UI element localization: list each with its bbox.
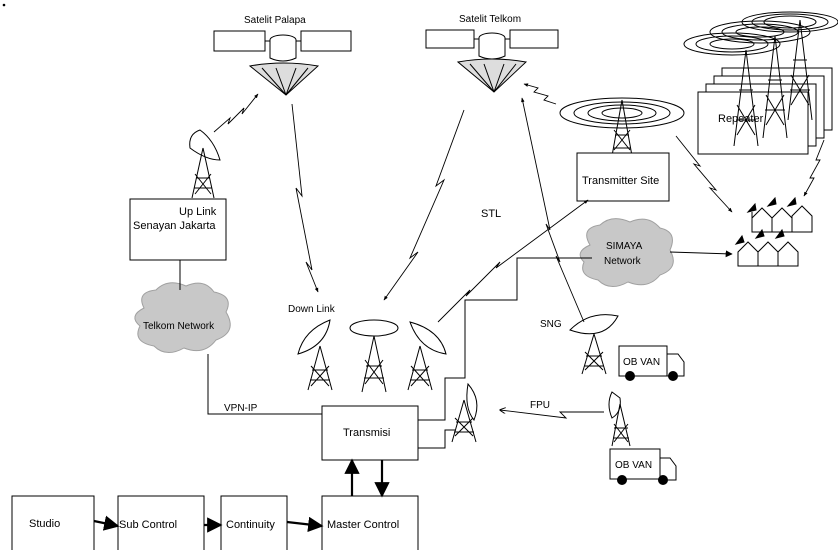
sub-control-box	[117, 495, 205, 550]
continuity-to-master-arrow	[286, 516, 324, 533]
downlink-dish-center-icon	[349, 319, 399, 393]
transmisi-box	[321, 405, 419, 461]
ob-van-2-label: OB VAN	[615, 460, 652, 471]
sng-label: SNG	[540, 319, 562, 330]
sng-to-telkom-line	[521, 97, 585, 323]
fpu-label: FPU	[530, 400, 550, 411]
master-control-box	[321, 495, 419, 550]
telkom-network-label: Telkom Network	[143, 321, 215, 332]
transmisi-label: Transmisi	[343, 427, 390, 439]
uplink-dish-icon	[189, 129, 221, 199]
transmitter-site-box	[576, 152, 670, 202]
uplink-label-line1: Up Link	[179, 206, 217, 218]
telkom-network-cloud	[134, 282, 231, 353]
transmitter-site-label: Transmitter Site	[582, 175, 659, 187]
downlink-dish-left-icon	[297, 319, 333, 391]
vpn-ip-line	[207, 354, 322, 415]
studio-label: Studio	[29, 518, 60, 530]
master-control-label: Master Control	[327, 519, 399, 531]
uplink-label-line2: Senayan Jakarta	[133, 220, 216, 232]
repeater-icon	[683, 11, 838, 155]
fpu-dish-icon	[608, 391, 631, 447]
houses-group-upper-icon	[746, 196, 813, 233]
sub-control-label: Sub Control	[119, 519, 177, 531]
simaya-label-line1: SIMAYA	[606, 241, 643, 252]
satelit-palapa-label: Satelit Palapa	[244, 15, 306, 26]
ob-van-1-icon	[618, 345, 685, 381]
stl-label: STL	[481, 208, 501, 220]
transmitter-to-houses-zigzag	[675, 135, 733, 213]
satelit-telkom-label: Satelit Telkom	[459, 14, 521, 25]
repeater-box	[697, 91, 809, 155]
satellite-telkom-icon	[425, 29, 559, 93]
continuity-box	[220, 495, 288, 550]
transmisi-dish-icon	[451, 382, 478, 443]
palapa-side-zigzag	[523, 83, 557, 105]
simaya-label-line2: Network	[604, 256, 642, 267]
corner-dot	[2, 3, 6, 7]
transmisi-to-simaya-line	[418, 257, 592, 421]
uplink-to-palapa-zigzag	[213, 93, 259, 133]
downlink-to-transmitter-line	[437, 199, 589, 323]
transmitter-tower-icon	[559, 97, 685, 157]
simaya-to-houses-arrow	[669, 250, 733, 258]
downlink-dish-right-icon	[407, 321, 447, 391]
continuity-label: Continuity	[226, 519, 275, 531]
telkom-to-downlink-zigzag	[383, 109, 465, 301]
simaya-cloud	[579, 218, 674, 287]
ob-van-2-icon	[609, 448, 677, 485]
repeater-label: Repeater	[718, 113, 764, 125]
repeater-to-houses-zigzag	[803, 139, 825, 197]
uplink-box	[129, 198, 227, 261]
studio-to-subcontrol-arrow	[93, 515, 120, 531]
studio-box	[11, 495, 95, 550]
houses-group-lower-icon	[734, 228, 799, 267]
down-link-label: Down Link	[288, 304, 336, 315]
vpn-ip-label: VPN-IP	[224, 403, 258, 414]
sng-dish-icon	[569, 314, 619, 375]
satellite-palapa-icon	[213, 30, 352, 96]
ob-van-1-label: OB VAN	[623, 357, 660, 368]
palapa-to-downlink-zigzag	[291, 103, 319, 293]
transmisi-to-dish-line	[418, 429, 456, 449]
fpu-to-transmisi-arrow	[500, 410, 604, 419]
